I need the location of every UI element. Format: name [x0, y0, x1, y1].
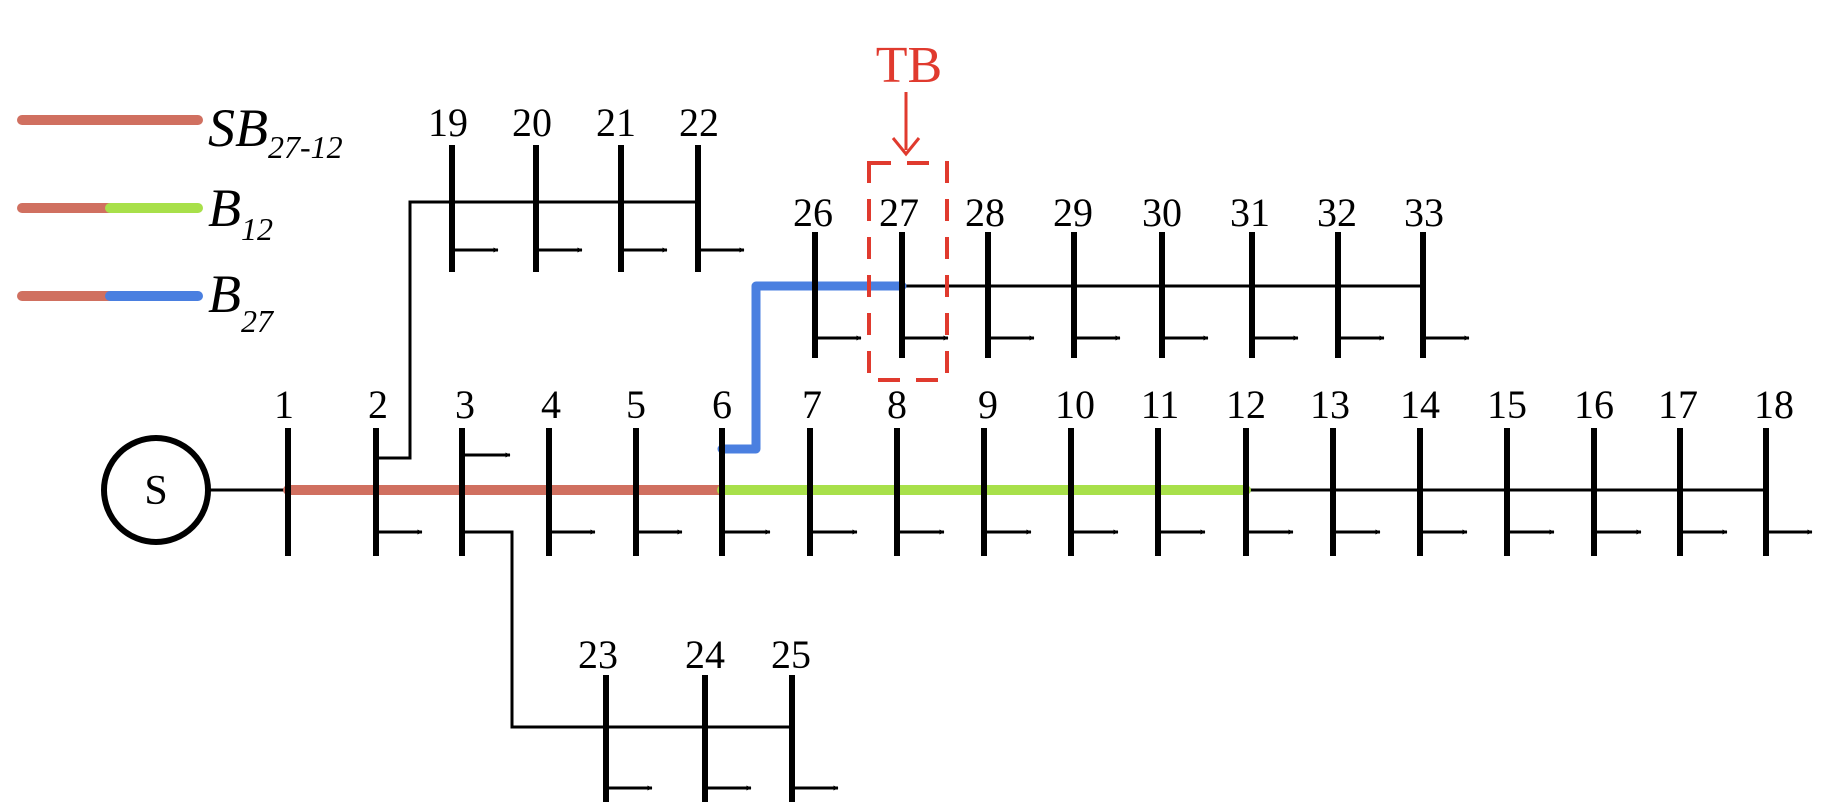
legend-entry-b12: B12: [17, 178, 273, 247]
bus-label-13: 13: [1310, 382, 1350, 427]
bus-label-31: 31: [1230, 190, 1270, 235]
bus-label-1: 1: [274, 382, 294, 427]
legend-sub-12: 12: [241, 211, 273, 247]
bus-label-10: 10: [1055, 382, 1095, 427]
bus-label-8: 8: [887, 382, 907, 427]
bus-label-3: 3: [455, 382, 475, 427]
bus-label-2: 2: [368, 382, 388, 427]
bus-label-14: 14: [1400, 382, 1440, 427]
bus-label-9: 9: [978, 382, 998, 427]
bus-bars: [285, 145, 1769, 802]
load-arrows: [376, 247, 1813, 791]
legend-label-b27: B: [208, 264, 241, 324]
bus-label-29: 29: [1053, 190, 1093, 235]
bus-label-28: 28: [965, 190, 1005, 235]
bus-label-22: 22: [679, 100, 719, 145]
legend-label-sb: SB: [208, 98, 268, 158]
legend-label-b12: B: [208, 178, 241, 238]
bus-label-6: 6: [712, 382, 732, 427]
bus-label-12: 12: [1226, 382, 1266, 427]
bus-label-17: 17: [1658, 382, 1698, 427]
bus-label-19: 19: [428, 100, 468, 145]
source-label: S: [144, 468, 167, 514]
bus-labels: 1 2 3 4 5 6 7 8 9 10 11 12 13 14 15 16 1…: [274, 100, 1794, 677]
bus-label-30: 30: [1142, 190, 1182, 235]
bus-label-23: 23: [578, 632, 618, 677]
legend: SB27-12 B12 B27: [17, 98, 343, 339]
bus-label-7: 7: [802, 382, 822, 427]
bus-label-5: 5: [626, 382, 646, 427]
highlighted-branches: [283, 281, 1251, 495]
svg-text:B27: B27: [208, 264, 275, 339]
svg-text:SB27-12: SB27-12: [208, 98, 343, 165]
legend-sub-27-12: 27-12: [268, 129, 343, 165]
bus-label-15: 15: [1487, 382, 1527, 427]
tb-arrow-head: [891, 137, 921, 157]
bus-label-11: 11: [1141, 382, 1180, 427]
tb-label: TB: [876, 37, 942, 94]
bus-label-25: 25: [771, 632, 811, 677]
bus-label-32: 32: [1317, 190, 1357, 235]
bus-label-24: 24: [685, 632, 725, 677]
lateral-3-25: [462, 530, 792, 729]
svg-text:B12: B12: [208, 178, 273, 247]
tb-annotation: TB: [867, 37, 949, 382]
source: S: [101, 435, 211, 545]
legend-entry-b27: B27: [17, 264, 275, 339]
bus-label-16: 16: [1574, 382, 1614, 427]
bus-label-20: 20: [512, 100, 552, 145]
legend-sub-27: 27: [241, 303, 275, 339]
bus-label-4: 4: [541, 382, 561, 427]
branch-b27-segment: [717, 281, 907, 454]
bus-label-21: 21: [596, 100, 636, 145]
bus-label-27: 27: [879, 190, 919, 235]
bus-label-18: 18: [1754, 382, 1794, 427]
bus-label-33: 33: [1404, 190, 1444, 235]
legend-entry-sb-27-12: SB27-12: [17, 98, 343, 165]
lateral-2-22: [376, 200, 698, 460]
bus-label-26: 26: [793, 190, 833, 235]
tb-dashed-box: [867, 161, 949, 382]
